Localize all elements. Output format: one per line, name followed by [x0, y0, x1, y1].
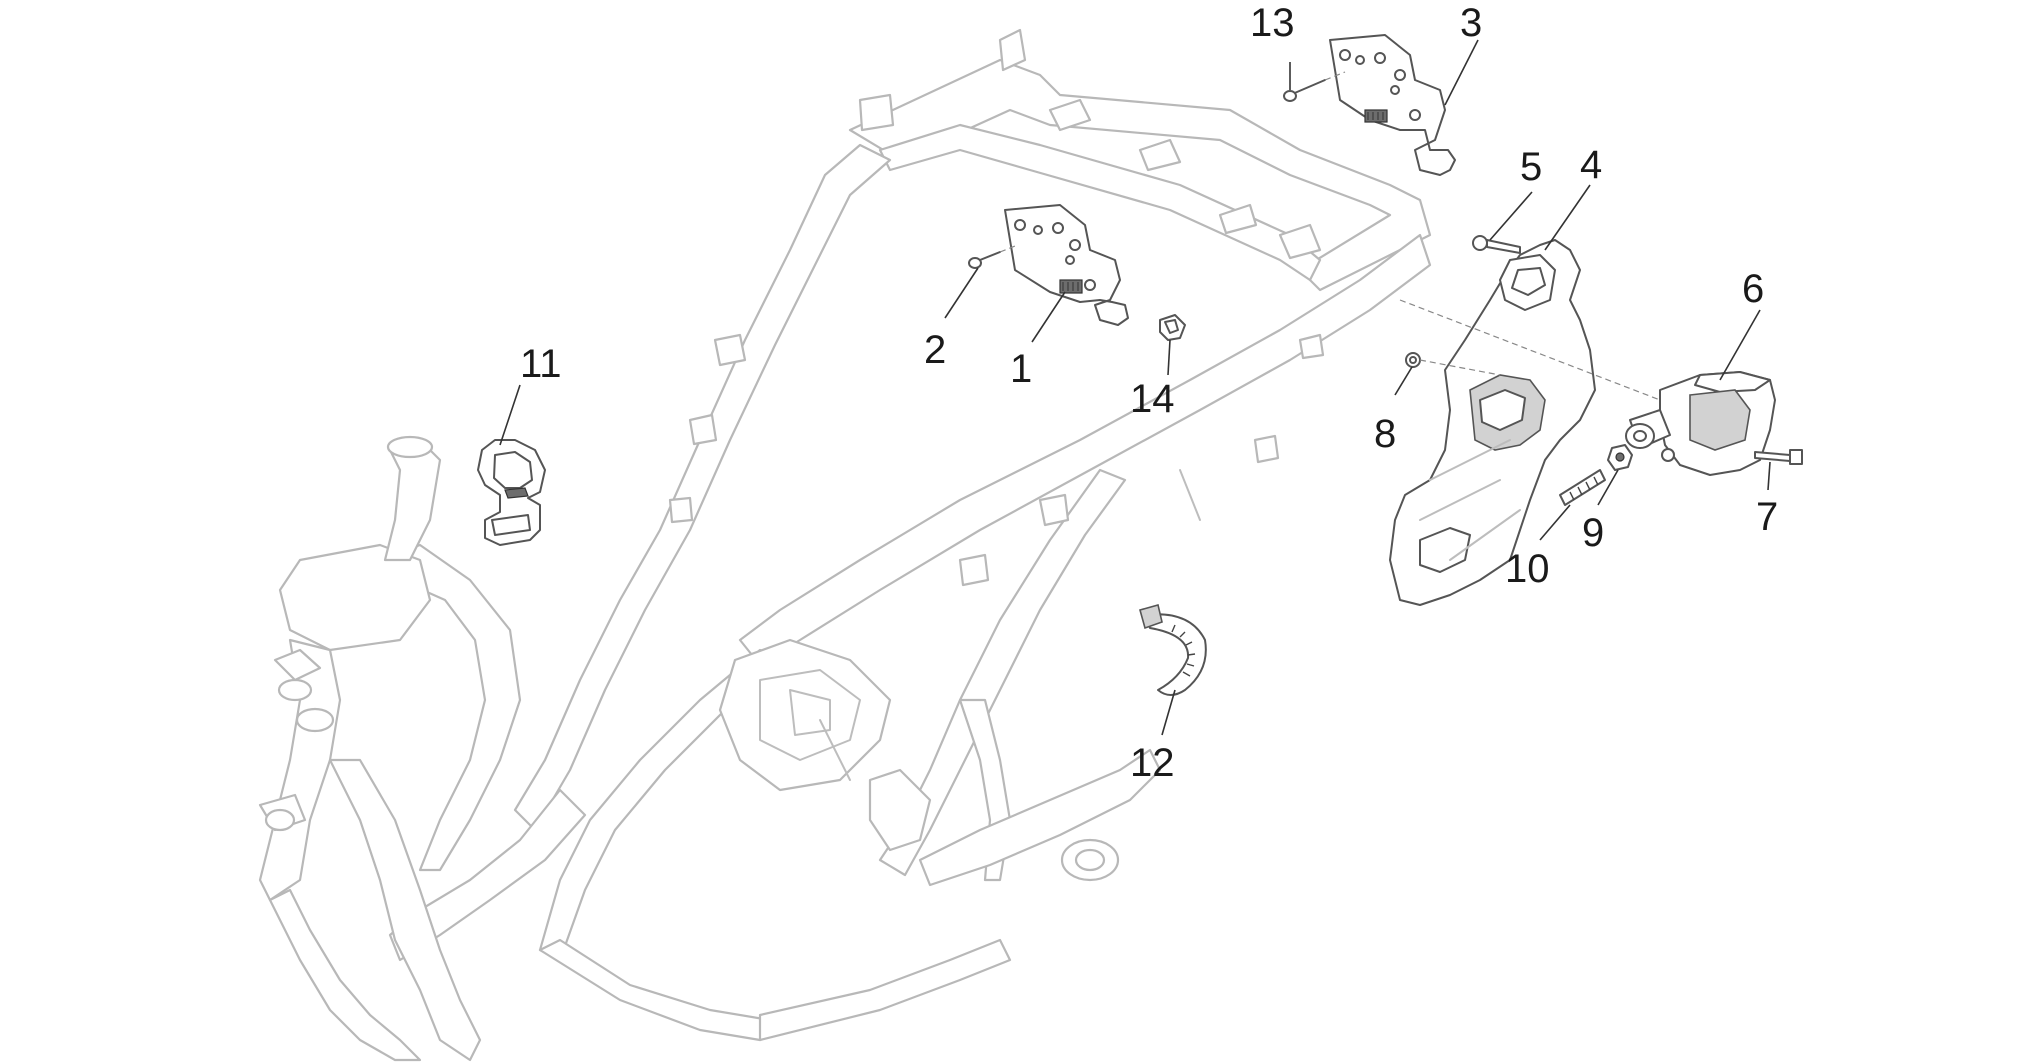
- callout-labels: 1 2 3 4 5 6 7 8 9 10 11 12 13 14: [520, 1, 1778, 785]
- scooter-frame: [258, 28, 1432, 1062]
- part-11-clamp-bracket: [477, 439, 546, 546]
- part-14-clip: [1159, 314, 1186, 341]
- callout-2: 2: [924, 328, 946, 372]
- part-5-bolt: [1472, 235, 1521, 254]
- callout-5: 5: [1520, 145, 1542, 189]
- callout-10: 10: [1505, 547, 1550, 591]
- callout-7: 7: [1756, 495, 1778, 539]
- callout-13: 13: [1250, 1, 1295, 45]
- part-9-nut: [1607, 444, 1633, 471]
- callout-14: 14: [1130, 377, 1175, 421]
- part-8-washer: [1405, 352, 1501, 376]
- part-7-bolt: [1754, 449, 1803, 465]
- callout-4: 4: [1580, 143, 1602, 187]
- part-2-bolt: [968, 245, 1016, 269]
- callout-1: 1: [1010, 347, 1032, 391]
- part-13-bolt: [1283, 71, 1346, 102]
- callout-11: 11: [520, 342, 562, 386]
- part-12-band-clamp: [1139, 604, 1207, 696]
- part-6-lock-actuator: [1399, 299, 1776, 476]
- part-3-seat-lock-upper: [1329, 34, 1456, 176]
- callout-9: 9: [1582, 511, 1604, 555]
- part-4-bracket-cover: [1389, 239, 1596, 606]
- part-10-spring-pin: [1559, 469, 1606, 506]
- part-1-seat-lock: [1004, 204, 1129, 326]
- callout-3: 3: [1460, 1, 1482, 45]
- callout-12: 12: [1130, 741, 1175, 785]
- leader-lines: [499, 39, 1771, 736]
- callout-6: 6: [1742, 267, 1764, 311]
- callout-8: 8: [1374, 412, 1396, 456]
